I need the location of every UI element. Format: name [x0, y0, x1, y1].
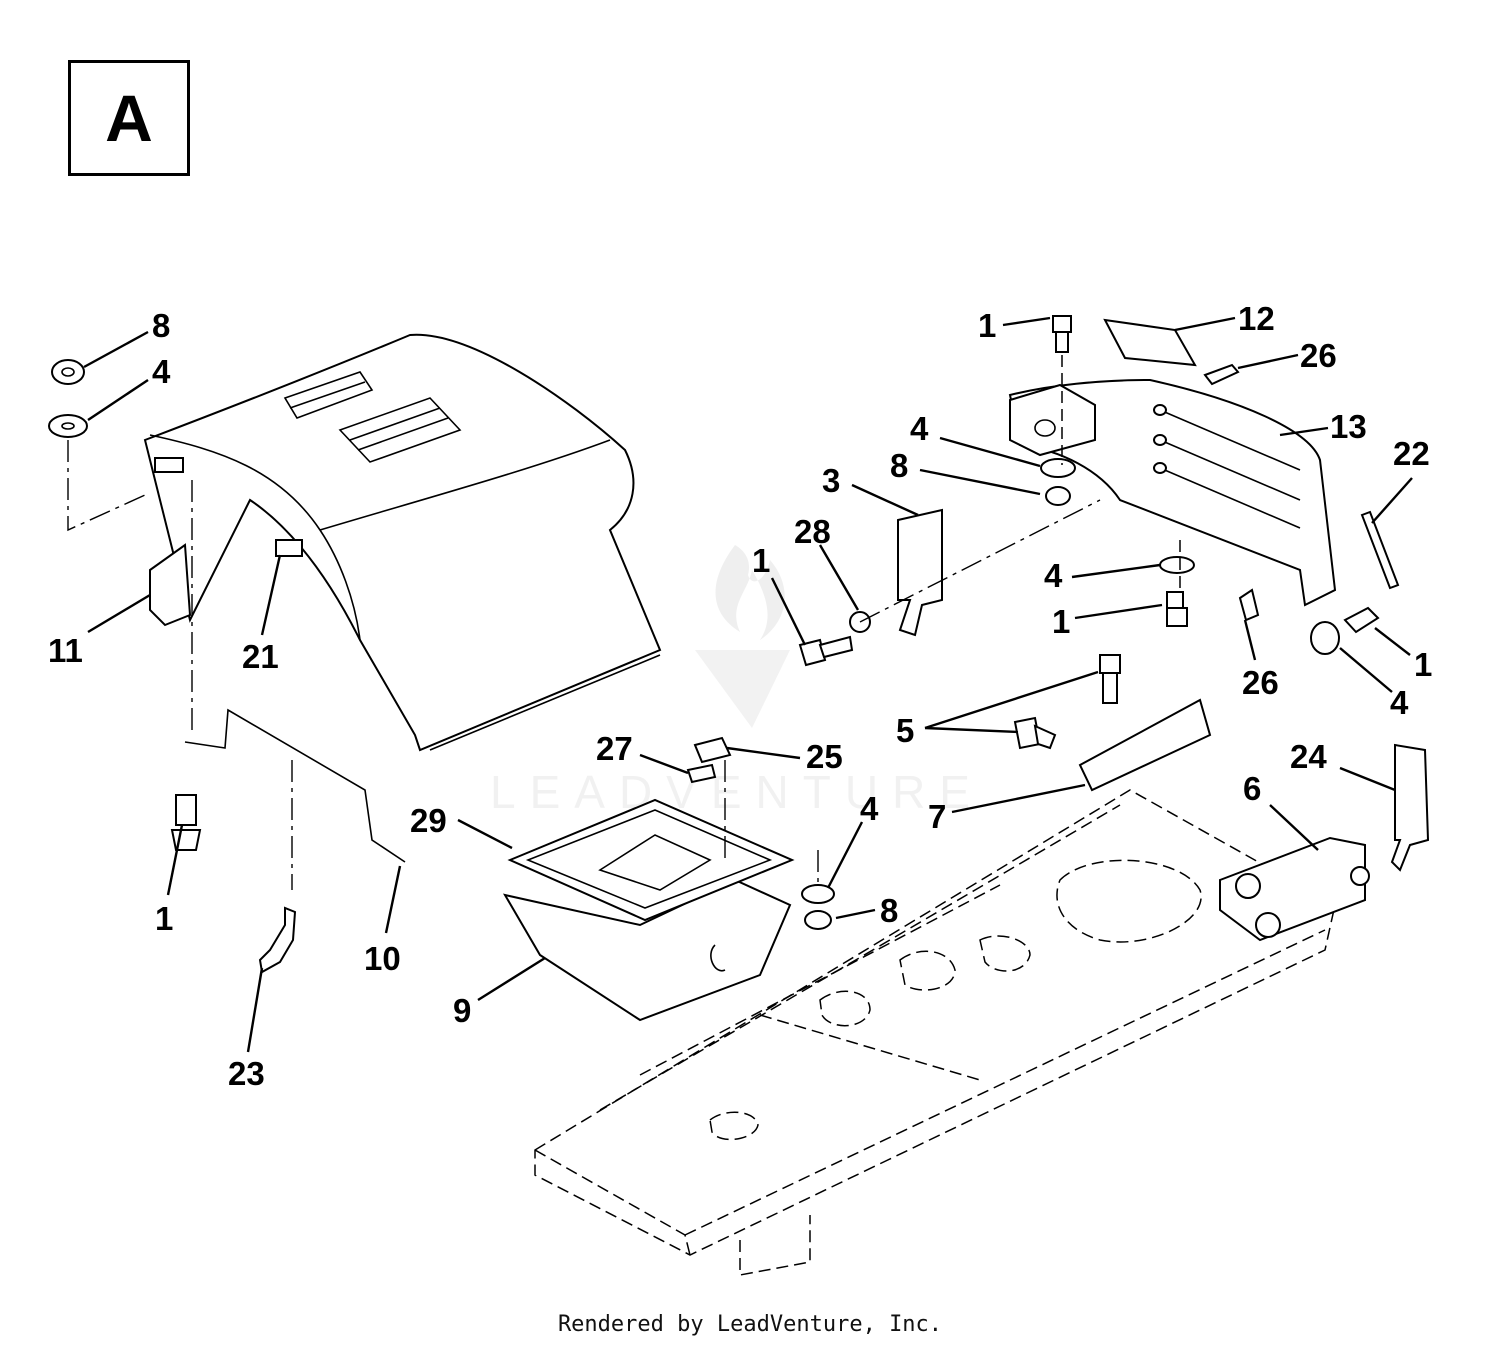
- callout-5: 5: [896, 712, 914, 749]
- callout-13: 13: [1330, 408, 1367, 445]
- bracket-7-set: [1013, 654, 1212, 792]
- callout-4: 4: [860, 790, 879, 827]
- tray-nut-washer: [801, 850, 835, 930]
- bolt-left: [170, 794, 202, 851]
- footer-credit: Rendered by LeadVenture, Inc.: [557, 1312, 943, 1337]
- callout-29: 29: [410, 802, 447, 839]
- callout-9: 9: [453, 992, 471, 1029]
- plate-27: [686, 763, 717, 784]
- callout-25: 25: [806, 738, 843, 775]
- hood-nut-washer: [48, 359, 146, 532]
- callout-1: 1: [1414, 646, 1432, 683]
- callout-22: 22: [1393, 435, 1430, 472]
- bracket-3: [897, 508, 943, 637]
- callout-11: 11: [48, 632, 83, 669]
- callout-4: 4: [152, 353, 171, 390]
- clip-26-top: [1203, 363, 1240, 386]
- grille-housing: [1008, 378, 1337, 607]
- callout-12: 12: [1238, 300, 1275, 337]
- clip-26-bottom: [1238, 588, 1260, 622]
- callout-6: 6: [1243, 770, 1261, 807]
- callout-10: 10: [364, 940, 401, 977]
- callout-21: 21: [242, 638, 279, 675]
- callout-numbers: 8 4 11 21 1 23 10 27 25 29 9 4 8 3 28 1 …: [48, 300, 1432, 1092]
- callout-1: 1: [978, 307, 996, 344]
- callout-7: 7: [928, 798, 946, 835]
- pivot-bar-6: [1219, 836, 1370, 942]
- callout-3: 3: [822, 462, 840, 499]
- chassis-frame: [534, 789, 1336, 1276]
- leader-lines: [83, 316, 1413, 1053]
- callout-28: 28: [794, 513, 831, 550]
- callout-27: 27: [596, 730, 633, 767]
- hood-rod: [184, 480, 406, 890]
- section-label-box: A: [68, 60, 190, 176]
- watermark-text: LEADVENTURE: [490, 766, 984, 818]
- callout-4: 4: [1044, 557, 1063, 594]
- grille-fasteners: [1040, 315, 1380, 655]
- hood-vent-grille: [283, 371, 462, 463]
- callout-26: 26: [1300, 337, 1337, 374]
- callout-23: 23: [228, 1055, 265, 1092]
- hood-latch-11: [149, 543, 192, 627]
- callout-26: 26: [1242, 664, 1279, 701]
- callout-4: 4: [910, 410, 929, 447]
- bracket-24: [1390, 743, 1430, 872]
- plate-25: [693, 736, 732, 764]
- callout-4: 4: [1390, 684, 1409, 721]
- battery-tray: [502, 798, 795, 1022]
- callout-24: 24: [1290, 738, 1327, 775]
- bracket-23: [258, 906, 297, 974]
- callout-8: 8: [880, 892, 898, 929]
- watermark: LEADVENTURE: [490, 545, 984, 818]
- hood: [143, 333, 662, 752]
- hood-bumper-pad: [154, 457, 184, 473]
- hood-pad-21: [275, 539, 303, 557]
- callout-1: 1: [155, 900, 173, 937]
- callout-1: 1: [1052, 603, 1070, 640]
- callout-8: 8: [890, 447, 908, 484]
- bolt-28-set: [798, 499, 1101, 667]
- callout-8: 8: [152, 307, 170, 344]
- ornament-22: [1360, 510, 1400, 590]
- plate-12: [1103, 318, 1197, 367]
- section-letter: A: [105, 81, 153, 155]
- callout-1: 1: [752, 542, 770, 579]
